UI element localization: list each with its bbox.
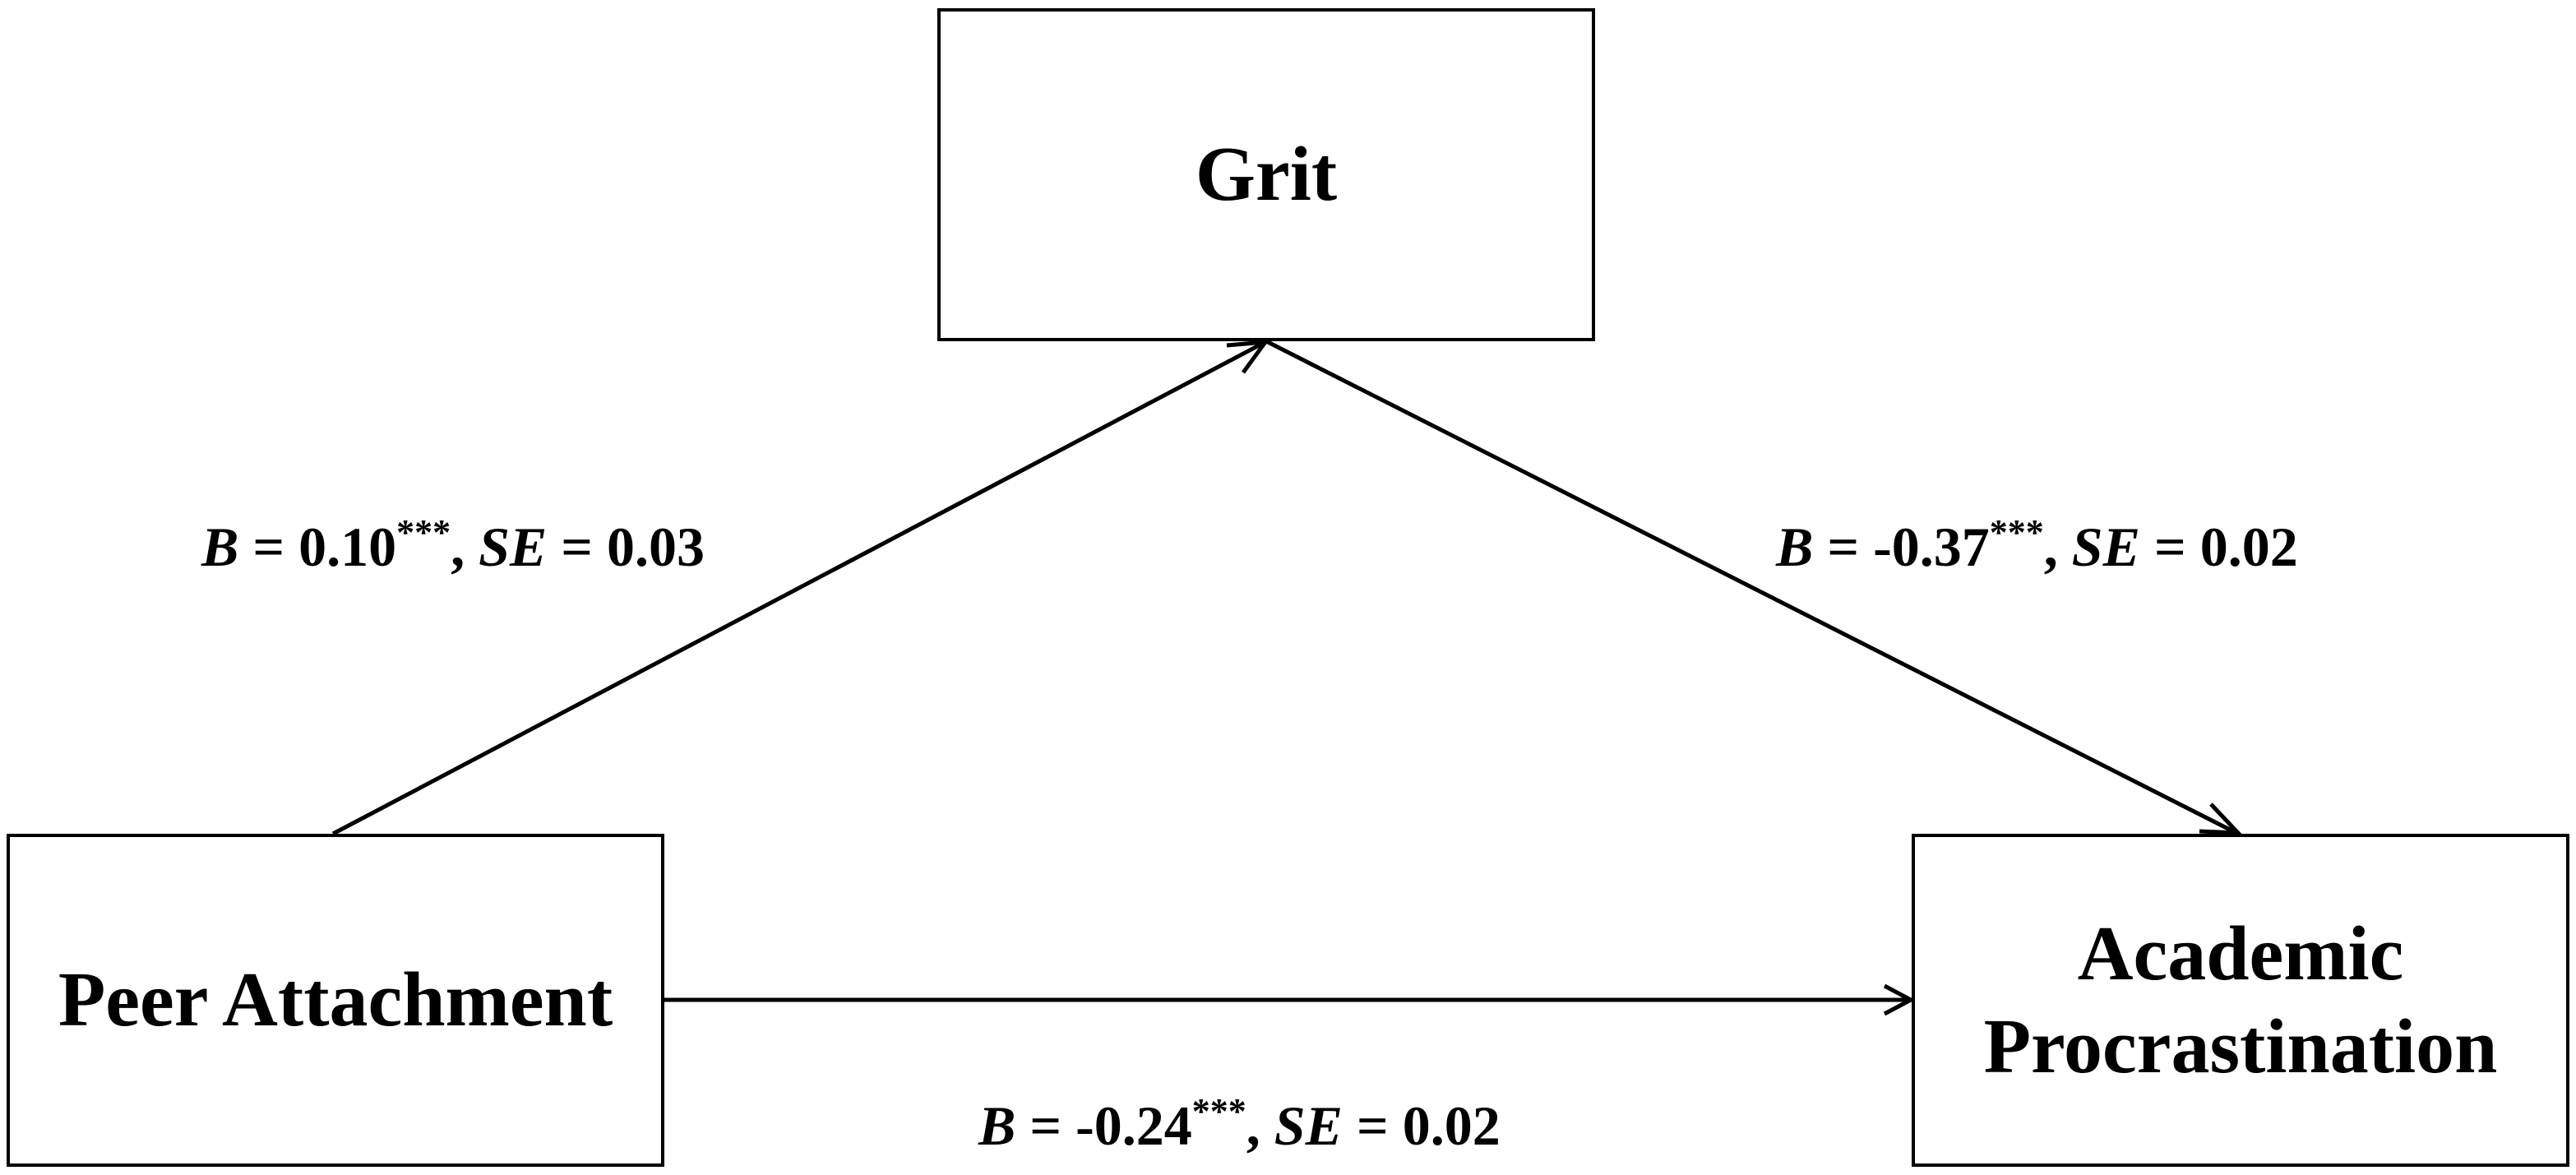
node-grit-label: Grit — [1195, 132, 1338, 218]
node-academic-procrastination-label-line2: Procrastination — [1983, 1003, 2498, 1089]
path-c-b-symbol: B — [978, 1094, 1016, 1157]
path-c-se-value: = 0.02 — [1342, 1094, 1501, 1157]
path-a-se-symbol: SE — [479, 516, 548, 578]
arrowhead-grit — [1226, 340, 1270, 374]
path-b-b-value: = -0.37 — [1813, 516, 1990, 578]
path-b-coefficient-label: B = -0.37***, SE = 0.02 — [1776, 512, 2298, 578]
node-peer-attachment: Peer Attachment — [7, 834, 664, 1167]
path-a-b-value: = 0.10 — [238, 516, 397, 578]
arrowhead-procrastination-top — [2199, 803, 2244, 835]
arrow-grit-to-procrastination — [1265, 339, 2236, 835]
path-a-separator: , — [451, 516, 479, 578]
path-a-se-value: = 0.03 — [547, 516, 705, 578]
path-b-b-symbol: B — [1776, 516, 1814, 578]
path-c-separator: , — [1246, 1094, 1274, 1157]
arrow-peer-to-grit — [331, 341, 1264, 836]
path-b-separator: , — [2043, 516, 2072, 578]
path-a-significance: *** — [396, 512, 451, 553]
path-a-coefficient-label: B = 0.10***, SE = 0.03 — [201, 512, 705, 578]
arrowhead-procrastination-left — [1883, 983, 1916, 1016]
node-peer-attachment-label: Peer Attachment — [58, 957, 613, 1043]
node-academic-procrastination-label-line1: Academic — [2077, 910, 2404, 997]
node-grit: Grit — [937, 8, 1595, 341]
path-b-se-value: = 0.02 — [2139, 516, 2298, 578]
path-a-b-symbol: B — [201, 516, 239, 578]
path-c-se-symbol: SE — [1274, 1094, 1343, 1157]
path-b-se-symbol: SE — [2071, 516, 2140, 578]
path-b-significance: *** — [1989, 512, 2044, 553]
path-c-b-value: = -0.24 — [1015, 1094, 1192, 1157]
path-c-significance: *** — [1191, 1091, 1246, 1131]
node-academic-procrastination: Academic Procrastination — [1912, 834, 2569, 1167]
path-c-coefficient-label: B = -0.24***, SE = 0.02 — [978, 1094, 1501, 1154]
